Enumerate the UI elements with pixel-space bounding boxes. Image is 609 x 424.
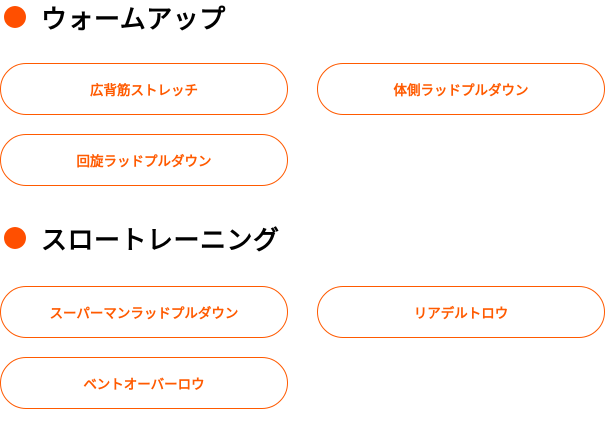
exercise-label: 広背筋ストレッチ	[90, 83, 198, 99]
exercise-label: リアデルトロウ	[413, 306, 509, 322]
exercise-button-rear-delt-row[interactable]: リアデルトロウ	[317, 286, 605, 338]
section-title: ウォームアップ	[41, 4, 226, 35]
bullet-dot-icon	[4, 227, 26, 249]
exercise-label: 回旋ラッドプルダウン	[76, 154, 212, 170]
section-header-slow-training: スロートレーニング	[2, 221, 280, 256]
exercise-label: スーパーマンラッドプルダウン	[49, 306, 239, 322]
exercise-label: ベントオーバーロウ	[83, 377, 205, 393]
exercise-button-bent-over-row[interactable]: ベントオーバーロウ	[0, 357, 288, 409]
exercise-button-superman-lat-pulldown[interactable]: スーパーマンラッドプルダウン	[0, 286, 288, 338]
exercise-button-rotation-lat-pulldown[interactable]: 回旋ラッドプルダウン	[0, 134, 288, 186]
section-title: スロートレーニング	[41, 225, 280, 256]
exercise-label: 体側ラッドプルダウン	[393, 83, 529, 99]
exercise-button-side-lat-pulldown[interactable]: 体側ラッドプルダウン	[317, 63, 605, 115]
exercise-button-lat-stretch[interactable]: 広背筋ストレッチ	[0, 63, 288, 115]
section-header-warmup: ウォームアップ	[2, 0, 226, 35]
bullet-dot-icon	[4, 6, 26, 28]
